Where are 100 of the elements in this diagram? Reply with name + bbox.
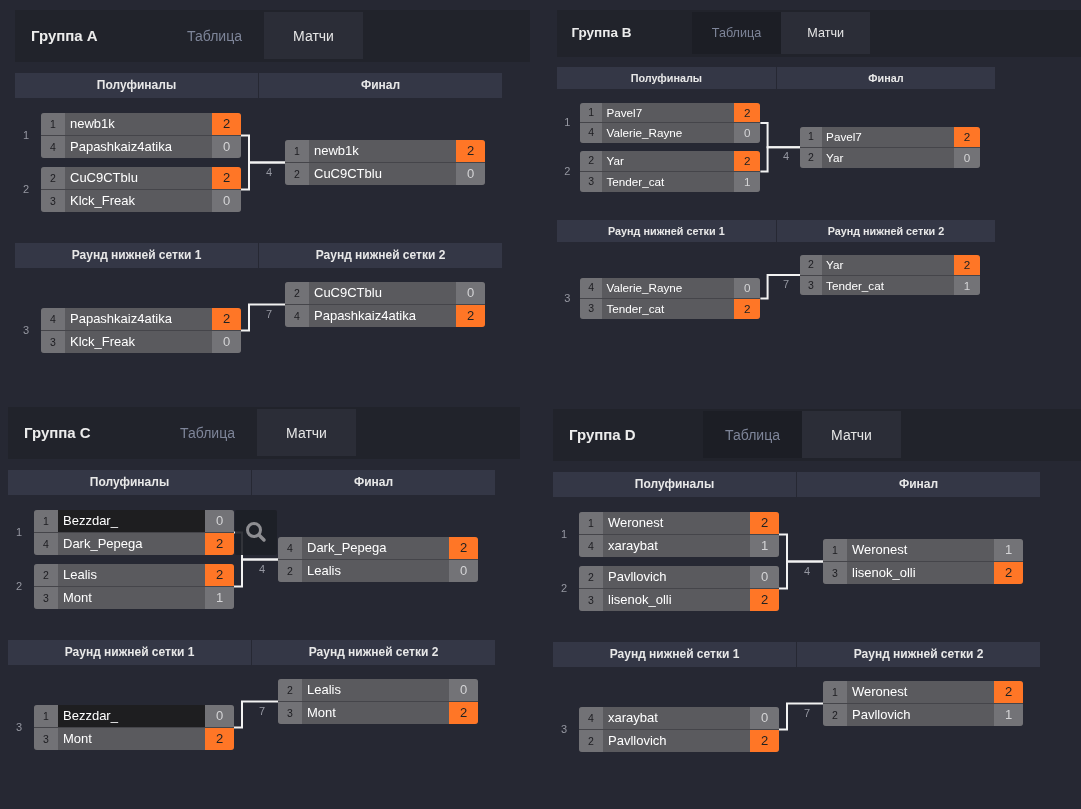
match-card <box>34 510 234 555</box>
match-card <box>41 113 241 158</box>
seed-number: 4 <box>285 305 309 327</box>
seed-number: 4 <box>41 308 65 330</box>
player-name: Yar <box>821 254 954 275</box>
score: 1 <box>994 539 1023 561</box>
player-name: Mont <box>58 587 205 609</box>
seed-number: 4 <box>34 533 58 555</box>
round-header: Раунд нижней сетки 1 <box>557 219 776 243</box>
winner-score: 2 <box>205 728 234 750</box>
score: 0 <box>750 566 779 588</box>
score: 0 <box>750 707 779 729</box>
player-name: lisenok_olli <box>847 562 994 584</box>
score: 0 <box>212 136 241 158</box>
seed-number: 1 <box>823 539 847 561</box>
seed-number: 3 <box>41 331 65 353</box>
group-title: Группа A <box>31 26 98 46</box>
seed-number: 3 <box>579 589 603 611</box>
winner-score: 2 <box>212 308 241 330</box>
tab: Матчи <box>257 409 356 456</box>
seed-number: 1 <box>34 510 58 532</box>
bracket-line <box>240 303 286 332</box>
bracket-line <box>233 700 279 729</box>
player-name: newb1k <box>65 113 212 135</box>
seed-number: 2 <box>278 560 302 582</box>
seed-number: 3 <box>41 190 65 212</box>
round-header: Раунд нижней сетки 2 <box>252 640 495 665</box>
group-title: Группа D <box>569 425 636 445</box>
seed-number: 2 <box>285 282 309 304</box>
match-number: 1 <box>564 116 571 130</box>
player-name: Papashkaiz4atika <box>65 308 212 330</box>
seed-number: 2 <box>285 163 309 185</box>
player-name: CuC9CTblu <box>309 282 456 304</box>
match-card <box>823 681 1023 726</box>
winner-score: 2 <box>205 533 234 555</box>
match-card <box>580 102 761 144</box>
player-name: lisenok_olli <box>603 589 750 611</box>
bracket-line <box>778 560 824 590</box>
score: 1 <box>750 535 779 557</box>
player-name: Weronest <box>847 539 994 561</box>
seed-number: 3 <box>34 587 58 609</box>
winner-score: 2 <box>750 730 779 752</box>
player-name: Lealis <box>58 564 205 586</box>
winner-score: 2 <box>734 102 761 123</box>
seed-number: 2 <box>579 730 603 752</box>
match-number: 3 <box>564 292 571 305</box>
seed-number: 2 <box>580 151 602 172</box>
player-name: Valerie_Rayne <box>602 123 735 144</box>
score: 1 <box>994 704 1023 726</box>
score: 1 <box>734 172 761 192</box>
seed-number: 2 <box>800 254 822 275</box>
round-header: Финал <box>797 472 1040 497</box>
seed-number: 2 <box>34 564 58 586</box>
seed-number: 1 <box>823 681 847 703</box>
match-card <box>41 167 241 212</box>
seed-number: 4 <box>580 278 602 298</box>
winner-score: 2 <box>456 305 485 327</box>
seed-number: 1 <box>34 705 58 727</box>
bracket-line <box>233 558 279 588</box>
match-number: 1 <box>16 526 23 539</box>
tab: Таблица <box>165 12 264 59</box>
match-number: 3 <box>561 723 568 736</box>
round-header: Полуфиналы <box>557 66 776 90</box>
round-header: Раунд нижней сетки 1 <box>15 243 258 268</box>
seed-number: 3 <box>823 562 847 584</box>
seed-number: 1 <box>580 102 602 123</box>
match-number: 3 <box>23 324 30 337</box>
player-name: Lealis <box>302 679 449 701</box>
round-header: Раунд нижней сетки 2 <box>797 642 1040 667</box>
winner-score: 2 <box>953 254 980 275</box>
winner-score: 2 <box>456 140 485 162</box>
winner-score: 2 <box>750 512 779 534</box>
round-header: Раунд нижней сетки 1 <box>553 642 796 667</box>
seed-number: 3 <box>800 275 822 296</box>
match-card <box>580 151 761 192</box>
match-number: 4 <box>266 165 273 179</box>
match-card <box>34 564 234 609</box>
seed-number: 1 <box>285 140 309 162</box>
player-name: Yar <box>602 151 735 172</box>
seed-number: 4 <box>41 136 65 158</box>
score: 0 <box>734 278 761 298</box>
player-name: xaraybat <box>603 707 750 729</box>
player-name: Bezzdar_ <box>58 510 205 532</box>
winner-score: 2 <box>953 127 980 147</box>
match-card <box>579 707 779 752</box>
score: 0 <box>456 282 485 304</box>
score: 0 <box>205 705 234 727</box>
player-name: Klck_Freak <box>65 190 212 212</box>
player-name: Tender_cat <box>821 275 954 296</box>
round-header: Финал <box>259 73 502 98</box>
player-name: Klck_Freak <box>65 331 212 353</box>
winner-score: 2 <box>449 702 478 724</box>
score: 0 <box>212 331 241 353</box>
winner-score: 2 <box>205 564 234 586</box>
score: 0 <box>953 147 980 168</box>
winner-score: 2 <box>212 167 241 189</box>
match-number: 3 <box>16 721 23 734</box>
tab: Матчи <box>781 11 871 55</box>
round-header: Финал <box>776 66 996 90</box>
seed-number: 2 <box>579 566 603 588</box>
